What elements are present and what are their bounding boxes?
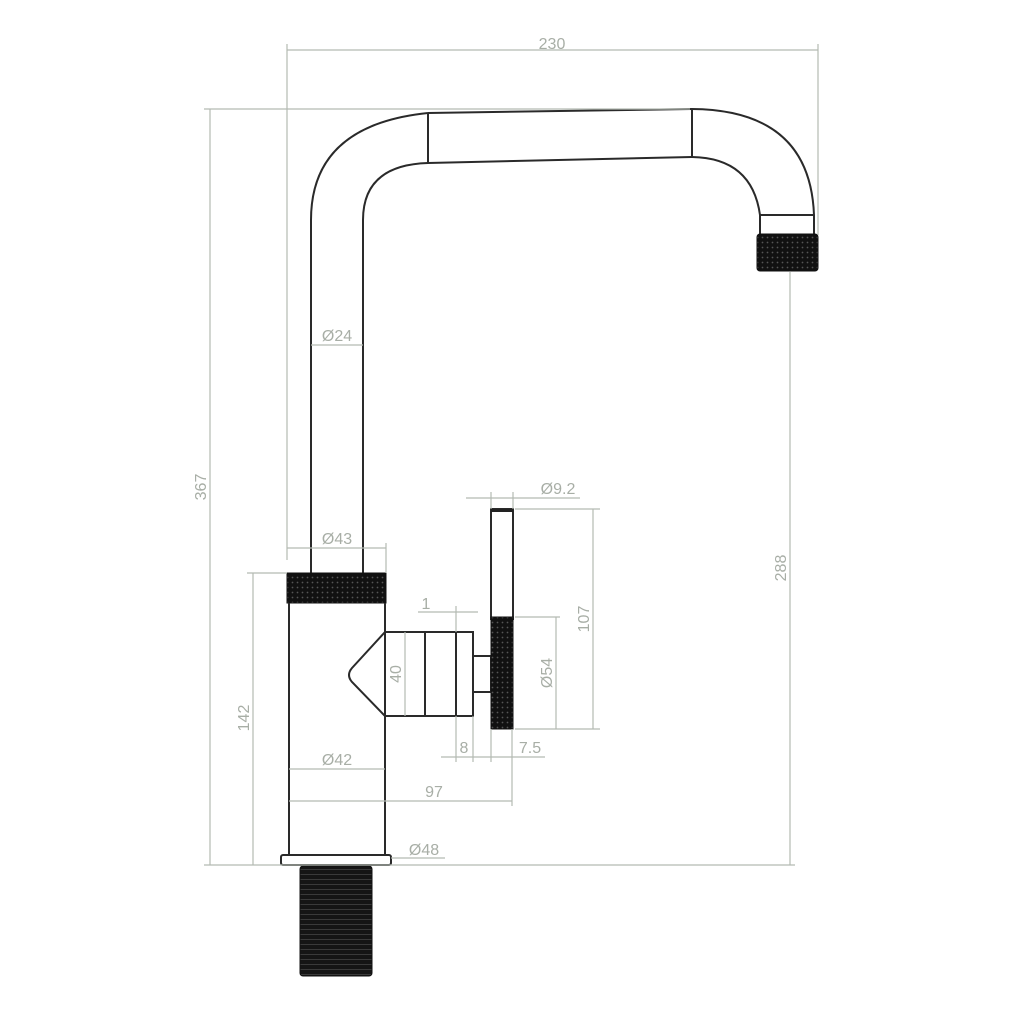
handle-rod	[490, 508, 514, 620]
dim-handle-length: 107	[576, 606, 593, 633]
dim-overall-width: 230	[539, 36, 566, 53]
dimension-lines	[204, 44, 819, 866]
base-flange	[280, 854, 392, 866]
dimension-labels: 230 367 288 142 Ø24 Ø43 Ø42 97 Ø48 Ø9.2 …	[193, 36, 790, 859]
knurl-ring	[286, 572, 387, 604]
faucet-body	[280, 108, 819, 977]
dim-spout-height: 288	[773, 555, 790, 582]
dim-body-height: 142	[236, 705, 253, 732]
dim-handle-knurl-diameter: Ø54	[539, 658, 556, 688]
dim-spout-tube-diameter: Ø24	[322, 328, 352, 345]
dim-valve-height: 40	[388, 665, 405, 683]
dim-handle-reach: 97	[425, 784, 443, 801]
dim-handle-rod-diameter: Ø9.2	[541, 481, 576, 498]
dim-valve-segment: 8	[460, 740, 469, 757]
aerator-knurl	[756, 233, 819, 272]
handle-knurl	[490, 616, 514, 730]
dim-body-diameter: Ø42	[322, 752, 352, 769]
dim-valve-gap: 1	[422, 596, 431, 613]
threaded-shank	[299, 865, 373, 977]
dim-base-diameter: Ø48	[409, 842, 439, 859]
dim-overall-height: 367	[193, 474, 210, 501]
dim-handle-offset: 7.5	[519, 740, 541, 757]
dim-knurl-ring-diameter: Ø43	[322, 531, 352, 548]
